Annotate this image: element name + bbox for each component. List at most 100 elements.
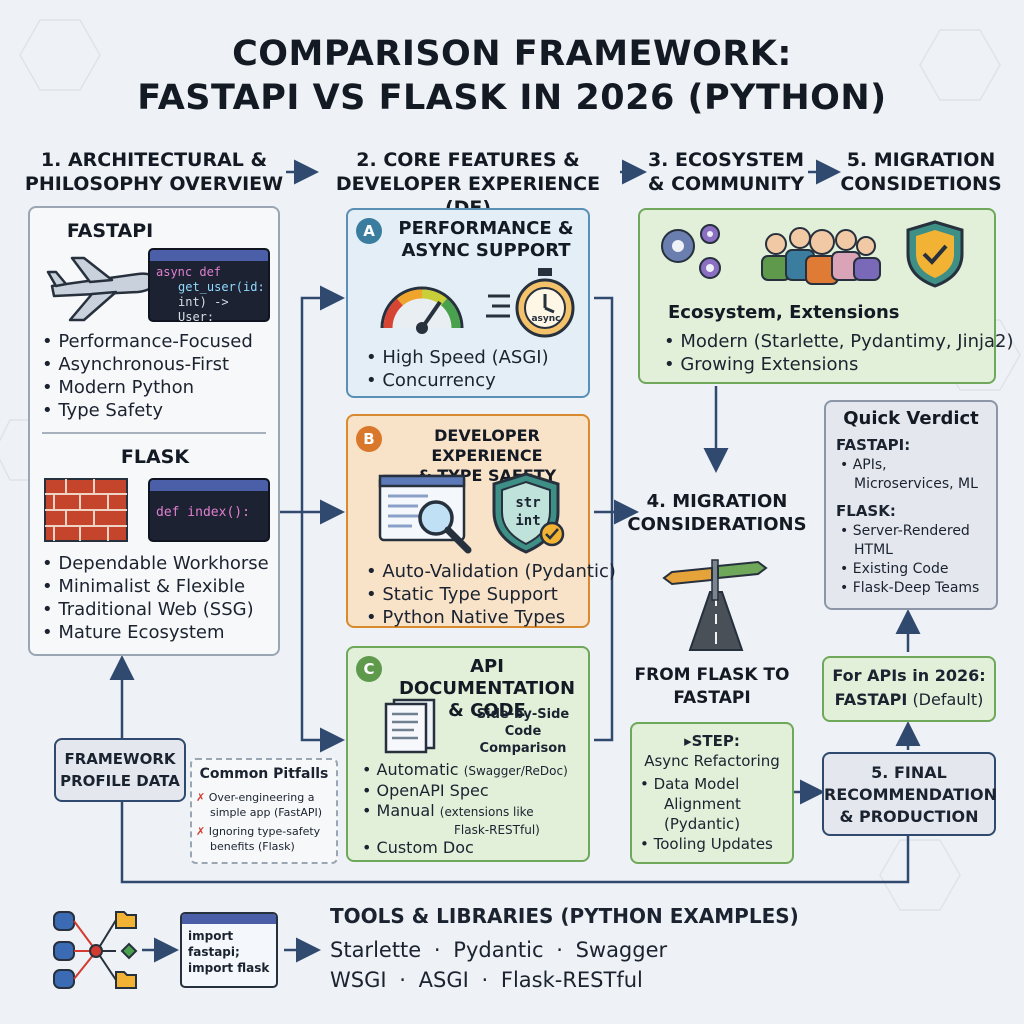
verdict-html: HTML xyxy=(854,542,893,558)
list-item: High Speed (ASGI) xyxy=(366,346,548,369)
tool-asgi: ASGI xyxy=(418,968,469,992)
list-item: Growing Extensions xyxy=(664,353,1014,376)
code-inspect-icon xyxy=(378,474,472,554)
tools-row-1: Starlette · Pydantic · Swagger xyxy=(330,936,667,964)
flask-heading: FLASK xyxy=(120,446,190,468)
step-alignment: Alignment xyxy=(664,795,741,813)
apis-2026-line-1: For APIs in 2026: xyxy=(832,666,986,685)
migration-heading-line-2: CONSIDERATIONS xyxy=(627,514,807,535)
migration-heading: 4. MIGRATION CONSIDERATIONS xyxy=(624,490,810,536)
apis-2026-fastapi: FASTAPI xyxy=(834,690,908,709)
stopwatch-icon xyxy=(486,268,575,338)
list-item: Modern Python xyxy=(42,376,253,399)
tools-separator: · xyxy=(556,938,563,962)
final-line-3: & PRODUCTION xyxy=(839,807,979,826)
flask-code-line: def index(): xyxy=(156,505,250,520)
card-api-documentation: C API DOCUMENTATION & CODE Side-by-Side … xyxy=(346,646,590,862)
apis-2026-default: (Default) xyxy=(912,690,984,709)
list-item: • OpenAPI Spec xyxy=(362,781,489,800)
brick-wall-icon xyxy=(44,478,128,542)
step-tooling: Tooling Updates xyxy=(653,835,773,853)
stage-5-header: 5. MIGRATION CONSIDETIONS xyxy=(838,148,1004,196)
security-shield-icon xyxy=(906,220,964,288)
point-custom-doc: Custom Doc xyxy=(376,838,474,857)
type-safety-shield-icon xyxy=(492,472,565,554)
quick-verdict-panel: Quick Verdict FASTAPI: • APIs, Microserv… xyxy=(824,400,998,610)
steps-title-text: STEP: xyxy=(691,732,740,750)
list-item: Mature Ecosystem xyxy=(42,621,269,644)
gears-icon xyxy=(661,224,721,279)
verdict-fastapi-label: FASTAPI: xyxy=(836,436,911,454)
flask-code-snippet: def index(): xyxy=(148,478,270,542)
stage-5-line-2: CONSIDETIONS xyxy=(840,173,1002,195)
tool-flask-restful: Flask-RESTful xyxy=(500,968,643,992)
apis-2026-panel: For APIs in 2026: FASTAPI (Default) xyxy=(822,656,996,722)
page-title: COMPARISON FRAMEWORK: FASTAPI VS FLASK I… xyxy=(0,32,1024,120)
pitfall-1-line-2: simple app (FastAPI) xyxy=(210,806,323,819)
stage-5-line-1: 5. MIGRATION xyxy=(846,149,996,171)
stage-3-header: 3. ECOSYSTEM & COMMUNITY xyxy=(646,148,806,196)
note-swagger: (Swagger/ReDoc) xyxy=(463,764,568,778)
card-b-points: Auto-Validation (Pydantic) Static Type S… xyxy=(366,560,616,629)
pitfalls-title: Common Pitfalls xyxy=(199,766,329,782)
list-item: Minimalist & Flexible xyxy=(42,575,269,598)
card-c-title-line-2: & CODE xyxy=(448,700,526,721)
fastapi-code-line-3: int) -> User: xyxy=(178,295,229,324)
ecosystem-title: Ecosystem, Extensions xyxy=(668,302,900,323)
migration-steps-panel: ▸STEP: Async Refactoring • Data Model Al… xyxy=(630,722,794,864)
list-item: • Server-Rendered xyxy=(840,523,970,539)
note-flask-restful: Flask-RESTful) xyxy=(454,823,540,837)
list-item: Type Safety xyxy=(42,399,253,422)
cross-icon: ✗ xyxy=(196,791,206,804)
import-line-2: fastapi; xyxy=(188,945,240,959)
card-b-badge: B xyxy=(356,426,382,452)
stage-1-line-1: 1. ARCHITECTURAL & xyxy=(40,149,268,171)
step-pydantic: (Pydantic) xyxy=(664,815,741,833)
verdict-fastapi-list: • APIs, Microservices, ML xyxy=(840,456,978,494)
list-item: • Existing Code xyxy=(840,561,949,577)
verdict-flask-teams: Flask-Deep Teams xyxy=(852,580,980,596)
card-c-points: • Automatic (Swagger/ReDoc) • OpenAPI Sp… xyxy=(362,760,590,858)
list-item: Asynchronous-First xyxy=(42,353,253,376)
card-b-title-line-1: DEVELOPER EXPERIENCE xyxy=(431,426,543,465)
list-item: ✗ Over-engineering a xyxy=(196,790,336,805)
import-code-window: import fastapi; import flask xyxy=(180,912,278,988)
pitfall-2-line-1: Ignoring type-safety xyxy=(208,825,321,838)
fastapi-code-line-2: get_user(id: xyxy=(178,280,265,294)
note-extensions: (extensions like xyxy=(439,805,534,819)
card-a-title: PERFORMANCE & ASYNC SUPPORT xyxy=(388,218,584,262)
final-line-2: RECOMMENDATION xyxy=(824,785,998,804)
card-developer-experience: B DEVELOPER EXPERIENCE & TYPE SAFETY str… xyxy=(346,414,616,629)
list-item: Concurrency xyxy=(366,369,549,392)
import-line-1: import xyxy=(188,929,234,943)
shield-type-str: str xyxy=(515,495,541,511)
list-item: • Automatic (Swagger/ReDoc) xyxy=(362,760,568,779)
tools-separator: · xyxy=(433,938,441,962)
pitfalls-list: ✗ Over-engineering a simple app (FastAPI… xyxy=(196,790,336,854)
point-openapi: OpenAPI Spec xyxy=(376,781,489,800)
tools-separator: · xyxy=(399,968,406,992)
stage-3-line-2: & COMMUNITY xyxy=(647,173,805,195)
list-item: • APIs, xyxy=(840,457,887,473)
documents-icon xyxy=(384,698,436,754)
fastapi-code-snippet: async def get_user(id: int) -> User: xyxy=(148,248,270,324)
list-item: Performance-Focused xyxy=(42,330,252,353)
overview-divider xyxy=(42,432,266,434)
tools-row-2: WSGI · ASGI · Flask-RESTful xyxy=(330,966,643,994)
card-performance: A PERFORMANCE & ASYNC SUPPORT async High… xyxy=(346,208,590,398)
list-item: Python Native Types xyxy=(366,606,586,629)
pitfall-1-line-1: Over-engineering a xyxy=(208,791,315,804)
community-people-icon xyxy=(761,227,881,285)
tool-wsgi: WSGI xyxy=(330,968,387,992)
speedometer-icon xyxy=(380,286,464,334)
final-recommendation-panel: 5. FINAL RECOMMENDATION & PRODUCTION xyxy=(822,752,998,836)
profile-line-2: PROFILE DATA xyxy=(60,772,180,790)
verdict-existing-code: Existing Code xyxy=(852,561,949,577)
pitfall-2-line-2: benefits (Flask) xyxy=(210,840,295,853)
steps-title: ▸STEP: xyxy=(684,732,740,750)
airplane-icon xyxy=(46,256,156,322)
ecosystem-points: Modern (Starlette, Pydantimy, Jinja2) Gr… xyxy=(664,330,1014,376)
fastapi-code-line-1: async def xyxy=(156,265,222,279)
code-window-titlebar xyxy=(182,914,276,924)
card-c-title: API DOCUMENTATION & CODE xyxy=(384,656,590,722)
